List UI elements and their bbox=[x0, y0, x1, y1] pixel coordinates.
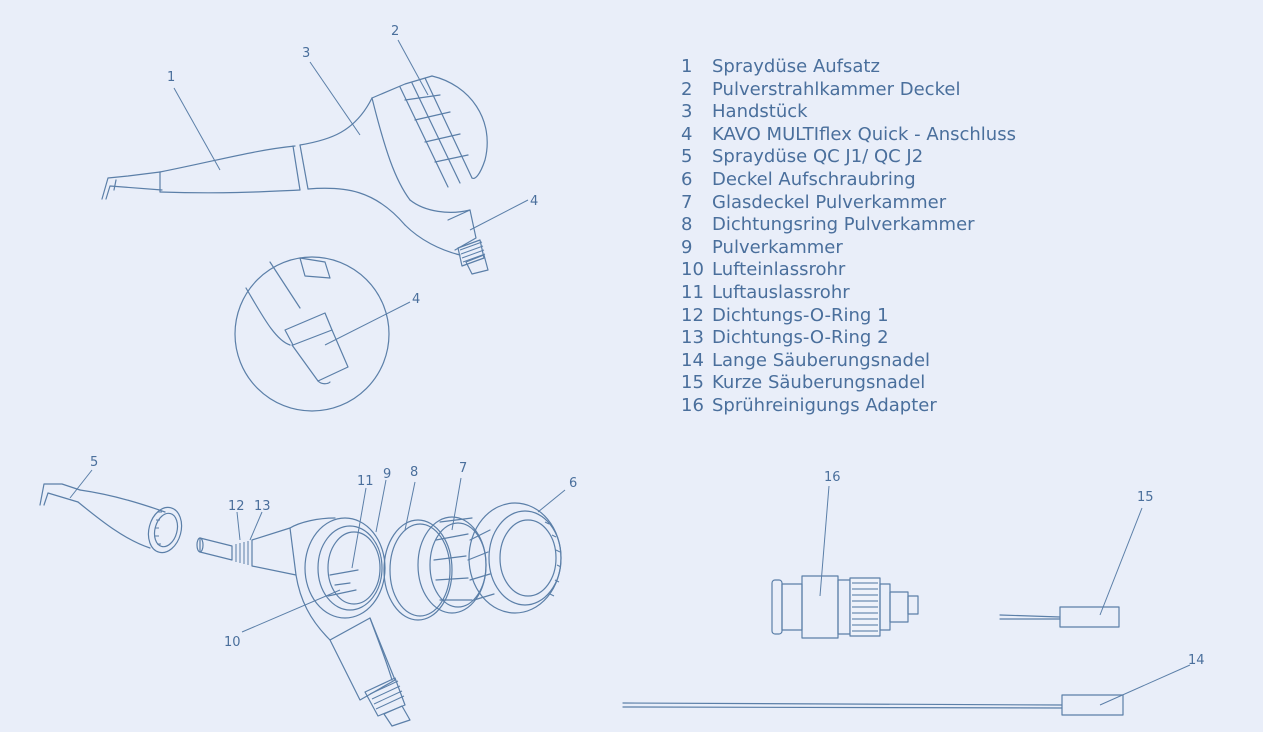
screw-ring bbox=[467, 502, 562, 614]
callout-12: 12 bbox=[228, 499, 245, 514]
legend-item-label: Dichtungsring Pulverkammer bbox=[712, 214, 975, 236]
callout-14: 14 bbox=[1188, 653, 1205, 668]
legend-item: 4 KAVO MULTIflex Quick - Anschluss bbox=[681, 124, 1016, 147]
legend-item-label: Lufteinlassrohr bbox=[712, 259, 846, 281]
callout-11: 11 bbox=[357, 474, 374, 489]
exploded-handpiece bbox=[196, 517, 411, 727]
callout-9: 9 bbox=[383, 467, 391, 482]
legend-item-number: 12 bbox=[681, 304, 704, 326]
glass-lid bbox=[417, 516, 487, 614]
legend-item-number: 8 bbox=[681, 214, 693, 236]
leader-lines bbox=[69, 39, 1191, 706]
callout-5: 5 bbox=[90, 455, 98, 470]
legend-item: 15 Kurze Säuberungsnadel bbox=[681, 372, 1016, 395]
legend-item-label: Luftauslassrohr bbox=[712, 281, 850, 303]
legend-item-label: Kurze Säuberungsnadel bbox=[712, 372, 926, 394]
legend-item: 3 Handstück bbox=[681, 101, 1016, 124]
legend-item-label: Lange Säuberungsnadel bbox=[712, 349, 931, 371]
legend-item-label: Pulverstrahlkammer Deckel bbox=[712, 78, 961, 100]
legend-item-number: 15 bbox=[681, 372, 704, 394]
long-cleaning-needle bbox=[622, 694, 1124, 716]
legend-item-label: Handstück bbox=[712, 101, 808, 123]
legend-item-label: Sprühreinigungs Adapter bbox=[712, 394, 937, 416]
legend-item-label: Deckel Aufschraubring bbox=[712, 168, 916, 190]
callout-16: 16 bbox=[824, 470, 841, 485]
callout-15: 15 bbox=[1137, 490, 1154, 505]
callout-4-detail: 4 bbox=[412, 292, 420, 307]
legend-item: 11 Luftauslassrohr bbox=[681, 282, 1016, 305]
sealing-ring bbox=[383, 519, 453, 621]
legend-item: 14 Lange Säuberungsnadel bbox=[681, 350, 1016, 373]
connector-detail-circle bbox=[234, 256, 390, 412]
legend-item: 16 Sprühreinigungs Adapter bbox=[681, 395, 1016, 418]
legend-item-number: 4 bbox=[681, 123, 693, 145]
callout-3: 3 bbox=[302, 46, 310, 61]
callout-13: 13 bbox=[254, 499, 271, 514]
legend-item-number: 11 bbox=[681, 281, 704, 303]
legend-item-number: 9 bbox=[681, 236, 693, 258]
legend-item-label: Pulverkammer bbox=[712, 236, 843, 258]
callout-6: 6 bbox=[569, 476, 577, 491]
callout-8: 8 bbox=[410, 465, 418, 480]
legend-item-label: Dichtungs-O-Ring 1 bbox=[712, 304, 889, 326]
legend-item-label: Glasdeckel Pulverkammer bbox=[712, 191, 947, 213]
legend-item-number: 10 bbox=[681, 259, 704, 281]
legend-item-number: 1 bbox=[681, 56, 693, 77]
parts-legend: 1 Spraydüse Aufsatz 2 Pulverstrahlkammer De… bbox=[681, 56, 1016, 418]
legend-item: 8 Dichtungsring Pulverkammer bbox=[681, 214, 1016, 237]
spray-nozzle-qc bbox=[39, 483, 183, 554]
callout-1: 1 bbox=[167, 70, 175, 85]
legend-item: 1 Spraydüse Aufsatz bbox=[681, 56, 1016, 79]
legend-item-number: 2 bbox=[681, 78, 693, 100]
legend-item: 2 Pulverstrahlkammer Deckel bbox=[681, 79, 1016, 102]
legend-item-number: 6 bbox=[681, 168, 693, 190]
callout-2: 2 bbox=[391, 24, 399, 39]
legend-item: 13 Dichtungs-O-Ring 2 bbox=[681, 327, 1016, 350]
legend-item: 10 Lufteinlassrohr bbox=[681, 259, 1016, 282]
callout-numbers: 1 2 3 4 4 5 6 7 8 9 11 10 12 13 14 15 16 bbox=[90, 24, 1205, 668]
legend-item-label: Dichtungs-O-Ring 2 bbox=[712, 327, 889, 349]
legend-item-label: KAVO MULTIflex Quick - Anschluss bbox=[712, 123, 1016, 145]
callout-4: 4 bbox=[530, 194, 538, 209]
legend-item: 5 Spraydüse QC J1/ QC J2 bbox=[681, 146, 1016, 169]
legend-item-number: 3 bbox=[681, 101, 693, 123]
legend-item-number: 16 bbox=[681, 394, 704, 416]
spray-cleaning-adapter bbox=[771, 575, 919, 639]
legend-item-label: Spraydüse QC J1/ QC J2 bbox=[712, 146, 924, 168]
legend-item-number: 13 bbox=[681, 327, 704, 349]
assembled-handpiece bbox=[101, 75, 489, 275]
legend-item: 6 Deckel Aufschraubring bbox=[681, 169, 1016, 192]
legend-item-number: 14 bbox=[681, 349, 704, 371]
callout-7: 7 bbox=[459, 461, 467, 476]
legend-item: 9 Pulverkammer bbox=[681, 237, 1016, 260]
callout-10: 10 bbox=[224, 635, 241, 650]
legend-item-number: 5 bbox=[681, 146, 693, 168]
legend-item-label: Spraydüse Aufsatz bbox=[712, 56, 880, 77]
legend-item: 12 Dichtungs-O-Ring 1 bbox=[681, 305, 1016, 328]
short-cleaning-needle bbox=[999, 606, 1120, 628]
legend-item: 7 Glasdeckel Pulverkammer bbox=[681, 192, 1016, 215]
legend-item-number: 7 bbox=[681, 191, 693, 213]
